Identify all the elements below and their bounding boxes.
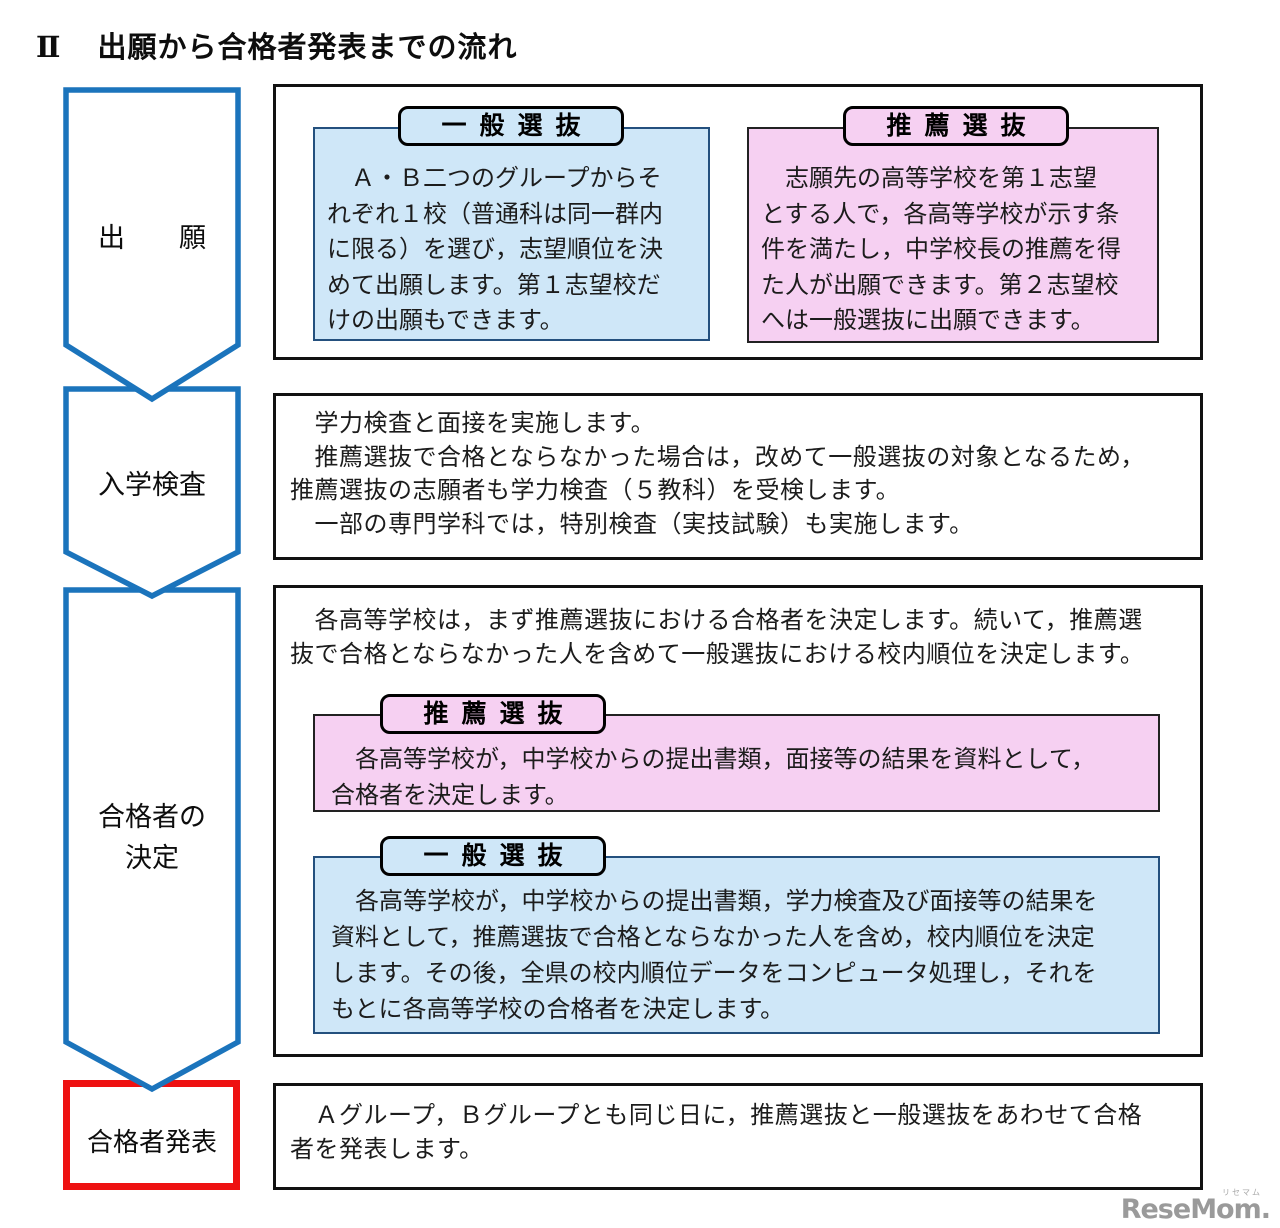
card-recommendation-selection-application: 志願先の高等学校を第１志望 とする人で，各高等学校が示す条 件を満たし，中学校長… xyxy=(747,127,1159,343)
panel-examination: 学力検査と面接を実施します。 推薦選抜で合格とならなかった場合は，改めて一般選抜… xyxy=(273,393,1203,560)
flow-label-announcement: 合格者発表 xyxy=(86,1128,217,1158)
resemom-logo-ruby: リセマム xyxy=(1222,1188,1262,1197)
announcement-text: Ａグループ，Ｂグループとも同じ日に，推薦選抜と一般選抜をあわせて合格 者を発表し… xyxy=(290,1101,1143,1163)
flow-step-application-arrow xyxy=(63,87,241,403)
decision-intro-text: 各高等学校は，まず推薦選抜における合格者を決定します。続いて，推薦選 抜で合格と… xyxy=(290,606,1145,668)
flow-label-application: 出 願 xyxy=(98,223,206,254)
tab-general-selection-decision: 一般選抜 xyxy=(380,836,606,876)
examination-text: 学力検査と面接を実施します。 推薦選抜で合格とならなかった場合は，改めて一般選抜… xyxy=(290,409,1145,538)
resemom-logo-text: ReseMom. xyxy=(1120,1194,1271,1225)
flow-step-examination-arrow xyxy=(63,386,241,600)
resemom-logo: リセマム ReseMom. xyxy=(1120,1188,1271,1225)
flow-diagram xyxy=(63,87,241,1190)
tab-recommendation-selection-decision: 推薦選抜 xyxy=(380,694,606,734)
card-general-selection-decision: 各高等学校が，中学校からの提出書類，学力検査及び面接等の結果を 資料として，推薦… xyxy=(313,856,1160,1034)
flow-label-decision: 合格者の 決定 xyxy=(98,802,206,874)
panel-announcement: Ａグループ，Ｂグループとも同じ日に，推薦選抜と一般選抜をあわせて合格 者を発表し… xyxy=(273,1083,1203,1190)
title-text: 出願から合格者発表までの流れ xyxy=(97,30,518,64)
title-numeral: Ⅱ xyxy=(36,30,62,64)
flow-label-examination: 入学検査 xyxy=(98,470,206,501)
tab-general-selection-application: 一般選抜 xyxy=(398,106,624,146)
page-title: Ⅱ 出願から合格者発表までの流れ xyxy=(36,24,517,66)
card-general-selection-application: Ａ・Ｂ二つのグループからそ れぞれ１校（普通科は同一群内 に限る）を選び，志望順… xyxy=(313,127,710,341)
tab-recommendation-selection-application: 推薦選抜 xyxy=(843,106,1069,146)
flow-step-decision-arrow xyxy=(63,587,241,1093)
